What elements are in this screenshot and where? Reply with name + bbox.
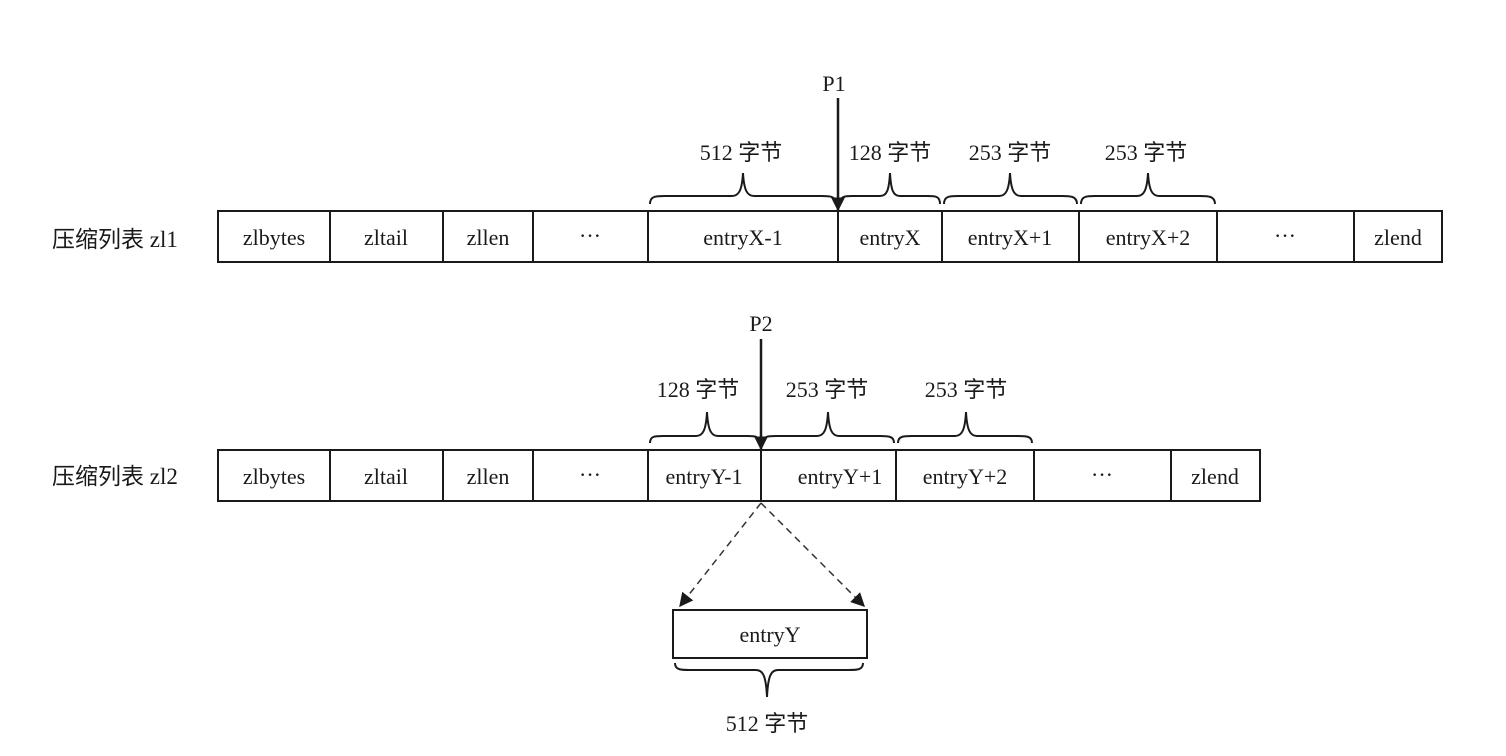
zl2-cell-zltail-text: zltail	[364, 464, 408, 489]
zl2-cell-ellipsis-2: ···	[1033, 449, 1172, 502]
zl2-cell-zlbytes-text: zlbytes	[243, 464, 305, 489]
zl1-brace-entryX+1	[943, 172, 1078, 205]
zl1-cell-zllen: zllen	[442, 210, 534, 263]
inserted-entry-brace	[674, 662, 864, 698]
zl1-size-entryX+1: 253 字节	[969, 140, 1052, 165]
zl2-brace-entryY-1	[649, 411, 760, 444]
zl2-cell-zlend-text: zlend	[1191, 464, 1239, 489]
zl2-cell-zlbytes: zlbytes	[217, 449, 331, 502]
zl1-size-entryX-1: 512 字节	[700, 140, 783, 165]
zl1-brace-entryX-1	[649, 172, 837, 205]
zl1-cell-entryX+2-text: entryX+2	[1106, 225, 1191, 250]
ziplist-zl1: 压缩列表 zl1 zlbytes zltail zllen ··· entryX…	[52, 71, 1443, 263]
zl2-cell-entryY+1: entryY+1	[760, 449, 897, 502]
inserted-entry-box	[672, 609, 868, 659]
zl2-size-braces	[649, 411, 1033, 444]
ziplist-zl2: 压缩列表 zl2 zlbytes zltail zllen ··· entryY…	[52, 311, 1261, 502]
zl1-cell-ellipsis-text: ···	[579, 223, 601, 248]
zl2-cell-entryY+2: entryY+2	[895, 449, 1035, 502]
zl1-size-braces	[649, 172, 1216, 205]
zl1-size-entryX+2: 253 字节	[1105, 140, 1188, 165]
zl1-cell-zlbytes: zlbytes	[217, 210, 331, 263]
zl2-cell-entryY+1-text: entryY+1	[798, 464, 883, 489]
zl2-cells: zlbytes zltail zllen ··· entryY-1 entryY…	[217, 449, 1261, 502]
zl2-brace-entryY+1	[762, 411, 895, 444]
zl2-cell-ellipsis-2-text: ···	[1091, 462, 1113, 487]
zl1-cell-zltail-text: zltail	[364, 225, 408, 250]
zl1-cell-ellipsis: ···	[532, 210, 649, 263]
zl1-cell-zllen-text: zllen	[467, 225, 510, 250]
zl1-cell-entryX+1-text: entryX+1	[968, 225, 1053, 250]
zl2-cell-entryY-1-text: entryY-1	[666, 464, 743, 489]
zl2-size-entryY-1: 128 字节	[657, 377, 740, 402]
zl1-cell-ellipsis-2: ···	[1216, 210, 1355, 263]
insert-arrow-left	[679, 502, 762, 608]
zl2-cell-zllen-text: zllen	[467, 464, 510, 489]
zl2-cell-zlend: zlend	[1170, 449, 1261, 502]
ziplist-zl1-label: 压缩列表 zl1	[52, 227, 178, 252]
zl1-cell-entryX+1: entryX+1	[941, 210, 1080, 263]
zl2-size-entryY+2: 253 字节	[925, 377, 1008, 402]
zl2-cell-ellipsis: ···	[532, 449, 649, 502]
zl1-cell-entryX-1-text: entryX-1	[703, 225, 782, 250]
inserted-entry-label: entryY	[739, 622, 800, 647]
zl1-size-entryX: 128 字节	[849, 140, 932, 165]
zl1-cell-entryX+2: entryX+2	[1078, 210, 1218, 263]
inserted-entry: entryY 512 字节	[672, 502, 868, 736]
zl1-cell-zlend-text: zlend	[1374, 225, 1422, 250]
zl2-cell-ellipsis-text: ···	[579, 462, 601, 487]
zl2-cell-entryY-1: entryY-1	[647, 449, 762, 502]
zl2-brace-entryY+2	[897, 411, 1033, 444]
zl2-size-entryY+1: 253 字节	[786, 377, 869, 402]
zl2-cell-zllen: zllen	[442, 449, 534, 502]
zl2-cell-zltail: zltail	[329, 449, 444, 502]
ziplist-zl2-label: 压缩列表 zl2	[52, 464, 178, 489]
zl1-cell-entryX-text: entryX	[859, 225, 920, 250]
pointer-p1-label: P1	[822, 71, 845, 96]
zl1-cell-ellipsis-2-text: ···	[1274, 223, 1296, 248]
inserted-entry-size: 512 字节	[726, 711, 809, 736]
zl1-brace-entryX+2	[1080, 172, 1216, 205]
zl1-cell-entryX: entryX	[837, 210, 943, 263]
zl1-cells: zlbytes zltail zllen ··· entryX-1 entryX	[217, 210, 1443, 263]
pointer-p2-label: P2	[749, 311, 772, 336]
zl2-cell-entryY+2-text: entryY+2	[923, 464, 1008, 489]
zl1-cell-entryX-1: entryX-1	[647, 210, 839, 263]
zl1-brace-entryX	[839, 172, 941, 205]
zl1-cell-zlend: zlend	[1353, 210, 1443, 263]
insert-arrow-right	[760, 502, 865, 607]
zl1-cell-zltail: zltail	[329, 210, 444, 263]
zl1-cell-zlbytes-text: zlbytes	[243, 225, 305, 250]
